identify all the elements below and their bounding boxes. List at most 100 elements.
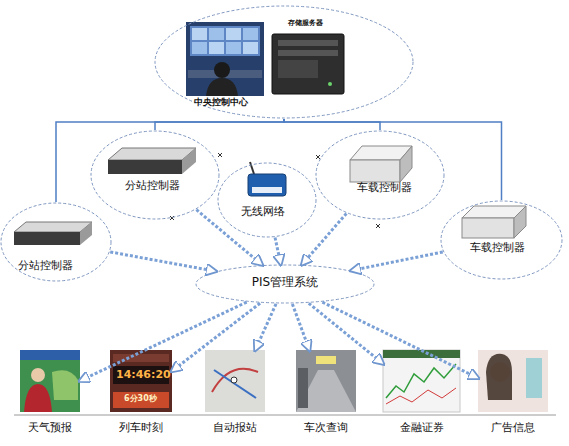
dashed-ellipse bbox=[1, 203, 111, 281]
vehicle-controller-device bbox=[462, 206, 526, 238]
screen bbox=[192, 42, 207, 54]
node-label: 金融证券 bbox=[383, 422, 460, 435]
timetable-picture bbox=[110, 350, 172, 412]
screen bbox=[192, 28, 207, 40]
station-controller-cloud: 分站控制器 bbox=[90, 130, 220, 220]
display-reading: 14:46:20 bbox=[116, 369, 171, 380]
dashed-flow-arrow bbox=[110, 252, 215, 271]
station-controller-device bbox=[108, 148, 196, 174]
dashed-flow-arrow bbox=[196, 210, 262, 265]
node-label: 广告信息 bbox=[478, 422, 548, 435]
drive-bay bbox=[278, 50, 338, 56]
picture-frame bbox=[110, 350, 172, 412]
bus-line bbox=[56, 119, 284, 202]
service-picture: 金融证券 bbox=[383, 350, 460, 440]
ellipse-outline bbox=[90, 130, 220, 220]
antenna bbox=[250, 162, 254, 174]
node-label: 自动报站 bbox=[205, 422, 265, 435]
station-controller-device bbox=[14, 222, 92, 245]
drive-bay bbox=[278, 40, 338, 46]
device-top bbox=[14, 222, 92, 232]
screen bbox=[243, 42, 258, 54]
cross-mark bbox=[376, 224, 380, 228]
ellipse-outline bbox=[154, 5, 414, 119]
service-picture: 自动报站 bbox=[205, 350, 265, 440]
server-unit bbox=[272, 34, 344, 94]
dashed-ellipse bbox=[316, 131, 444, 219]
cross-mark bbox=[170, 216, 174, 220]
station-announce-picture bbox=[205, 350, 265, 412]
picture-frame bbox=[205, 350, 265, 412]
screen bbox=[209, 42, 224, 54]
route-line bbox=[214, 370, 256, 398]
presenter-head bbox=[31, 368, 45, 382]
model-hair bbox=[486, 354, 512, 400]
power-led bbox=[328, 82, 332, 86]
video-wall bbox=[190, 26, 260, 56]
cross-mark bbox=[316, 155, 320, 159]
node-label: 天气预报 bbox=[20, 422, 80, 435]
platform-wall bbox=[298, 368, 308, 408]
finance-picture bbox=[383, 350, 460, 412]
device-front bbox=[14, 232, 80, 245]
operator-head bbox=[214, 62, 230, 78]
device-front bbox=[350, 160, 400, 182]
device-side bbox=[400, 146, 412, 182]
control-center-cloud: 中央控制中心 存储服务器 bbox=[154, 5, 414, 119]
device-top bbox=[108, 148, 196, 160]
node-label: 无线网络 bbox=[241, 206, 285, 219]
router-body bbox=[248, 174, 286, 196]
dashed-ellipse bbox=[218, 163, 316, 237]
dashed-flow-arrow bbox=[292, 304, 309, 350]
operator-body bbox=[206, 78, 238, 96]
dashed-flow-arrow bbox=[275, 238, 281, 265]
device-side bbox=[514, 206, 526, 238]
ceiling-display bbox=[316, 356, 336, 364]
service-picture: 广告信息 bbox=[478, 350, 548, 440]
device-front bbox=[462, 218, 514, 238]
ellipse-outline bbox=[440, 200, 563, 280]
map-land bbox=[52, 370, 78, 400]
node-label: 中央控制中心 bbox=[194, 97, 248, 107]
wireless-router bbox=[248, 162, 286, 196]
presenter-body bbox=[24, 384, 52, 412]
product-pack bbox=[526, 358, 542, 398]
price-line bbox=[386, 364, 456, 398]
node-label: 存储服务器 bbox=[288, 19, 323, 27]
pis-system-ellipse: PIS管理系统 bbox=[195, 264, 375, 304]
vehicle-controller-cloud: 车载控制器 bbox=[440, 200, 563, 280]
bus-line bbox=[284, 119, 380, 130]
board-header bbox=[113, 354, 169, 362]
ellipse-outline bbox=[217, 162, 317, 238]
screen bbox=[209, 28, 224, 40]
device-front bbox=[108, 160, 182, 174]
base-line bbox=[14, 415, 556, 416]
node-label: 分站控制器 bbox=[125, 180, 180, 193]
countdown-panel bbox=[113, 392, 169, 408]
train-query-picture bbox=[296, 350, 356, 412]
screen bbox=[243, 28, 258, 40]
node-label: 列车时刻 bbox=[110, 422, 172, 435]
dashed-flow-arrow bbox=[302, 214, 346, 265]
service-picture: 天气预报 bbox=[20, 350, 80, 440]
photo-background bbox=[186, 22, 264, 96]
dashed-ellipse bbox=[91, 131, 219, 219]
picture-frame bbox=[478, 350, 548, 412]
dashed-ellipse bbox=[196, 265, 374, 303]
control-room-photo bbox=[186, 22, 264, 96]
station-dot bbox=[231, 377, 237, 383]
picture-frame bbox=[20, 350, 80, 412]
station-controller-cloud: 分站控制器 bbox=[0, 202, 112, 282]
service-picture: 车次查询 bbox=[296, 350, 356, 440]
cross-marks bbox=[170, 153, 380, 228]
ellipse-outline bbox=[315, 130, 445, 220]
dashed-flow-arrow bbox=[351, 252, 442, 271]
advert-picture bbox=[478, 350, 548, 412]
device-side bbox=[182, 148, 196, 174]
wireless-network-cloud: 无线网络 bbox=[217, 162, 317, 238]
picture-frame bbox=[383, 350, 460, 412]
dashed-ellipse bbox=[441, 201, 562, 279]
bus-line bbox=[155, 119, 284, 130]
server-case bbox=[272, 34, 344, 94]
